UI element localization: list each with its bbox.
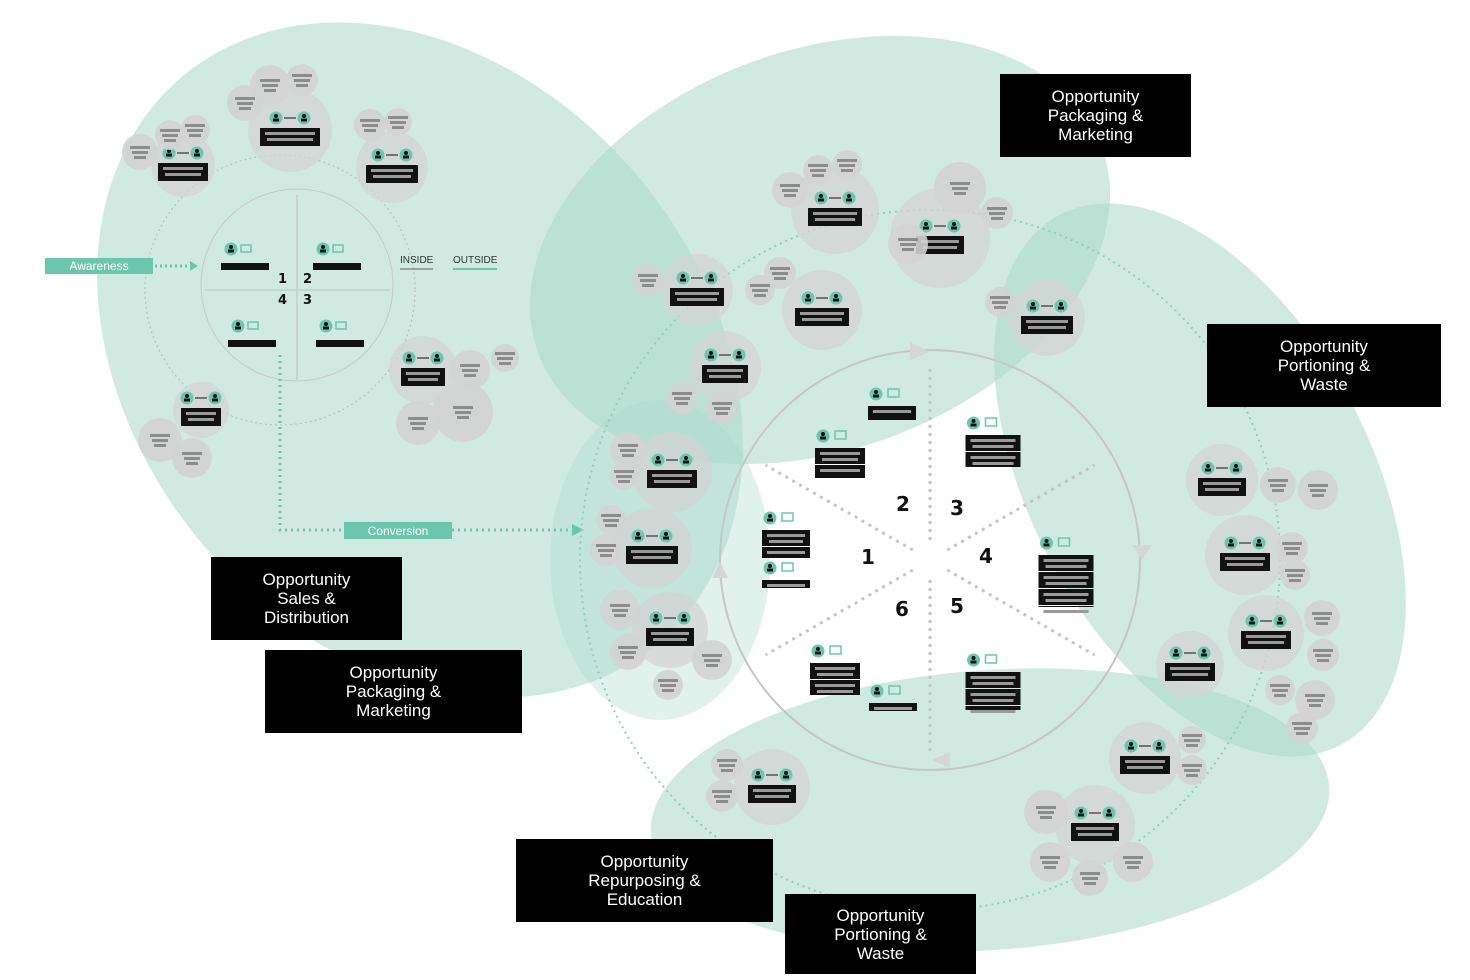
inside-text: INSIDE	[400, 255, 434, 266]
card	[1198, 478, 1246, 496]
stage-card	[868, 387, 916, 420]
card	[1021, 316, 1073, 334]
card	[762, 530, 810, 546]
wheel-inner-ring	[719, 349, 1141, 771]
card	[646, 628, 694, 646]
card	[810, 663, 860, 679]
stage-card	[869, 684, 917, 711]
node-clusters	[122, 64, 1340, 896]
card	[965, 672, 1021, 688]
node-cluster	[173, 382, 229, 438]
wheel-sector-6: 6	[895, 597, 909, 621]
node-cluster	[734, 749, 810, 825]
funnel-quadrant-1: 1	[278, 272, 288, 287]
conversion-path	[278, 355, 572, 532]
card	[1038, 606, 1094, 607]
stage-card	[762, 511, 810, 558]
outside-underline	[453, 268, 498, 270]
card	[1165, 663, 1215, 681]
card	[626, 546, 678, 564]
quadrant-node	[313, 242, 361, 270]
awareness-tag: Awareness	[45, 258, 153, 274]
node-cluster	[632, 432, 712, 512]
card	[815, 448, 865, 464]
wheel-arrow-top	[910, 342, 930, 360]
card	[158, 163, 208, 181]
conversion-arrowhead	[572, 524, 584, 536]
node-cluster	[1205, 515, 1285, 595]
node-cluster	[248, 88, 332, 172]
card	[1241, 631, 1291, 649]
card	[1038, 555, 1094, 571]
node-cluster	[661, 254, 733, 326]
card	[748, 785, 796, 803]
card	[366, 165, 418, 183]
funnel-quadrant-4: 4	[278, 293, 288, 308]
card	[965, 435, 1021, 451]
conversion-tag: Conversion	[344, 522, 452, 539]
card	[1038, 572, 1094, 588]
quadrant-node	[316, 319, 364, 347]
card	[965, 689, 1021, 705]
wheel-sector-3: 3	[950, 496, 964, 520]
quadrant-node	[228, 319, 276, 347]
card	[260, 128, 320, 146]
inside-underline	[400, 268, 434, 270]
stage-card	[965, 653, 1021, 713]
stage-card	[810, 644, 860, 695]
funnel-inner-ring	[200, 188, 394, 382]
card	[670, 288, 724, 306]
outside-text: OUTSIDE	[453, 255, 498, 266]
opportunity-box-sales: Opportunity Sales & Distribution	[211, 557, 402, 640]
opportunity-box-repurposing: Opportunity Repurposing & Education	[516, 839, 773, 922]
stage-card	[965, 416, 1021, 467]
wheel-spokes	[764, 365, 1096, 755]
wheel-sector-5: 5	[950, 594, 964, 618]
card	[1220, 553, 1270, 571]
card	[808, 208, 862, 226]
card	[1120, 756, 1170, 774]
node-cluster	[356, 131, 428, 203]
node-cluster	[1186, 444, 1258, 516]
card	[647, 470, 697, 488]
stage-card	[1038, 536, 1094, 613]
inside-label: INSIDE	[400, 255, 434, 270]
wheel-arrow-bottom	[932, 752, 950, 768]
node-cluster	[1156, 631, 1224, 699]
card	[795, 308, 849, 326]
quadrant-node	[221, 242, 269, 270]
opportunity-box-packaging-left: Opportunity Packaging & Marketing	[265, 650, 522, 733]
node-cluster	[1109, 722, 1181, 794]
node-cluster	[791, 166, 879, 254]
funnel-quadrant-2: 2	[303, 272, 313, 287]
card	[965, 706, 1021, 710]
wheel-arrow-left	[712, 562, 728, 578]
opportunity-box-packaging-top: Opportunity Packaging & Marketing	[1000, 74, 1191, 157]
node-cluster	[689, 331, 761, 403]
card	[702, 365, 748, 383]
wheel-sector-4: 4	[979, 544, 993, 568]
card	[401, 368, 445, 386]
card	[1038, 589, 1094, 605]
node-cluster	[782, 270, 862, 350]
outside-label: OUTSIDE	[453, 255, 498, 270]
awareness-arrowhead	[190, 261, 198, 271]
node-cluster	[1055, 785, 1135, 865]
node-cluster	[612, 508, 692, 588]
card	[181, 408, 221, 426]
funnel-quadrant-3: 3	[303, 293, 313, 308]
node-cluster	[1228, 595, 1304, 671]
wheel-sector-1: 1	[861, 545, 875, 569]
node-cluster	[389, 336, 457, 404]
stage-card	[762, 561, 810, 588]
opportunity-box-portioning-right: Opportunity Portioning & Waste	[1207, 324, 1441, 407]
wheel-sector-2: 2	[896, 492, 910, 516]
card	[1071, 823, 1119, 841]
wheel-arrow-right	[1132, 545, 1152, 560]
opportunity-box-portioning-bottom: Opportunity Portioning & Waste	[785, 894, 976, 974]
stage-card	[815, 429, 865, 478]
node-cluster	[1009, 280, 1085, 356]
node-cluster	[632, 592, 708, 668]
